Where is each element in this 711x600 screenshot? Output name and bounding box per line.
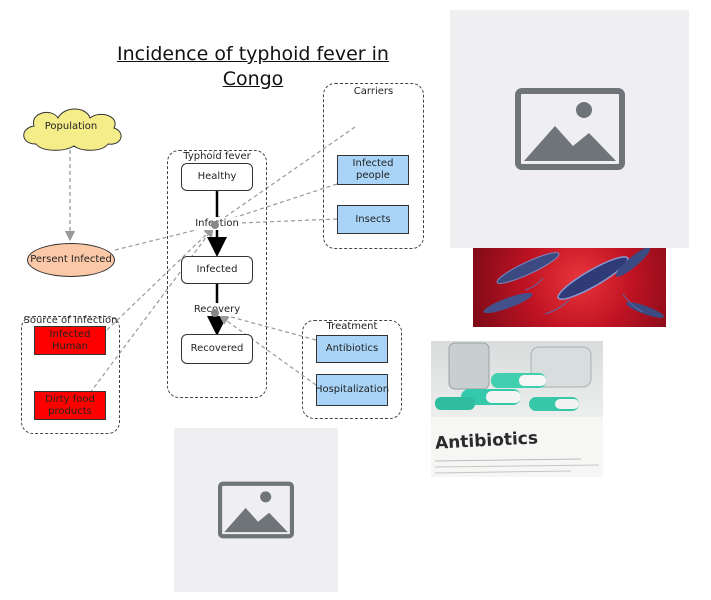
typhoid-fever-group-label: Typhoid fever xyxy=(183,151,251,162)
recovered-node[interactable]: Recovered xyxy=(181,334,253,364)
carriers-group-label: Carriers xyxy=(353,86,394,97)
carriers-group xyxy=(323,83,424,249)
infected-node[interactable]: Infected xyxy=(181,256,253,284)
treatment-group xyxy=(302,320,402,419)
image-placeholder-top xyxy=(450,10,689,248)
bacteria-illustration xyxy=(483,248,664,318)
antibiotics-illustration xyxy=(431,342,603,477)
infected-human-node[interactable]: Infected Human xyxy=(34,326,106,355)
image-placeholder-icon-bottom xyxy=(218,481,294,539)
healthy-node[interactable]: Healthy xyxy=(181,163,253,191)
source-of-infection-group xyxy=(21,316,120,434)
image-placeholder-icon xyxy=(514,88,625,170)
image-placeholder-bottom xyxy=(174,428,338,592)
infected-people-node[interactable]: Infected people xyxy=(337,155,409,185)
persent-infected-node[interactable]: Persent Infected xyxy=(27,243,115,277)
typhoid-fever-group xyxy=(167,150,267,398)
recovery-junction xyxy=(211,309,219,317)
hospitalization-node[interactable]: Hospitalization xyxy=(315,374,389,406)
population-node[interactable] xyxy=(16,104,128,154)
population-label: Population xyxy=(44,121,98,132)
antibiotics-photo: Antibiotics xyxy=(431,341,603,477)
treatment-group-label: Treatment xyxy=(326,321,378,332)
bacteria-photo xyxy=(473,248,666,327)
diagram-title: Incidence of typhoid fever in Congo xyxy=(117,43,389,90)
dirty-food-node[interactable]: Dirty food products xyxy=(34,391,106,420)
antibiotics-node[interactable]: Antibiotics xyxy=(316,335,388,363)
insects-node[interactable]: Insects xyxy=(337,205,409,234)
source-of-infection-group-label: Source of Infection xyxy=(23,315,118,326)
infection-junction xyxy=(211,221,219,229)
